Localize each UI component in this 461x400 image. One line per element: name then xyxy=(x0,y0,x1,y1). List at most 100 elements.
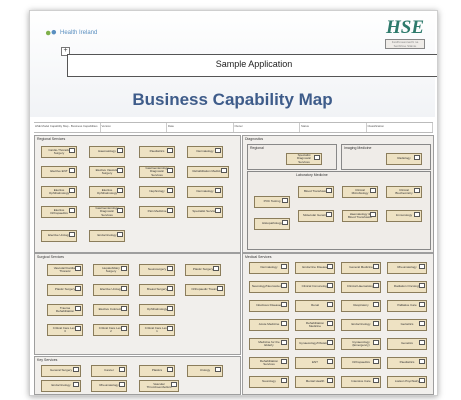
capability-box[interactable]: Liaison Psychiatry xyxy=(387,376,427,388)
capability-box[interactable]: Trauma Rehabilitation xyxy=(47,304,83,316)
capability-box[interactable]: Molecular Genetics xyxy=(298,210,334,222)
section-title: Regional Services xyxy=(37,137,66,141)
capability-box[interactable]: Dermatology xyxy=(249,262,289,274)
section-title: Medical Services xyxy=(245,255,272,259)
capability-box[interactable]: ENT xyxy=(295,357,335,369)
capability-box[interactable]: Ophthalmology xyxy=(139,304,175,316)
section-title: Key Services xyxy=(37,358,58,362)
capability-box[interactable]: Breast Surgery xyxy=(139,284,175,296)
logo-text: Health Ireland xyxy=(60,30,98,36)
hse-subtitle: Feidhmeannacht na Seirbhíse Sláinte xyxy=(385,39,425,49)
capability-box[interactable]: Elective Ophthalmology xyxy=(41,186,77,198)
capability-box[interactable]: Rehabilitation Services xyxy=(249,357,289,369)
capability-box[interactable]: Haematology xyxy=(89,146,125,158)
capability-box[interactable]: Blood Transfusion xyxy=(298,186,334,198)
capability-box[interactable]: General Surgery xyxy=(41,365,81,377)
expand-icon[interactable]: + xyxy=(61,47,70,56)
capability-box[interactable]: Radiology xyxy=(386,153,422,165)
capability-box[interactable]: Plastics xyxy=(139,365,175,377)
capability-box[interactable]: Elective Orthopaedics xyxy=(41,206,77,218)
capability-box[interactable]: Urology xyxy=(187,365,223,377)
capability-box[interactable]: Clinical Microbiology xyxy=(342,186,378,198)
capability-box[interactable]: Dermatology xyxy=(187,186,223,198)
capability-box[interactable]: Clinical Immunology xyxy=(295,281,335,293)
capability-box[interactable]: Critical Care Level 2 xyxy=(93,324,129,336)
capability-box[interactable]: Hepatobiliary Surgery xyxy=(93,264,129,276)
capability-box[interactable]: Gastroenterology Diagnostic Services xyxy=(89,206,125,218)
capability-box[interactable]: Paediatrics xyxy=(139,146,175,158)
capability-box[interactable]: Endocrinology xyxy=(41,380,81,392)
capability-box[interactable]: Histopathology xyxy=(254,218,290,230)
capability-box[interactable]: Renal xyxy=(295,300,335,312)
subsection-title: Laboratory Medicine xyxy=(296,173,328,177)
meta-cell: Version xyxy=(101,123,167,132)
document-page: Health Ireland HSE Feidhmeannacht na Sei… xyxy=(29,10,438,396)
capability-box[interactable]: Gynaecology (Emergency) xyxy=(341,338,381,350)
capability-box[interactable]: Rheumatology xyxy=(387,262,427,274)
capability-box[interactable]: Rehabilitation Medicine xyxy=(295,319,335,331)
capability-box[interactable]: Endocrine Disease xyxy=(295,262,335,274)
capability-box[interactable]: Pain Medicine xyxy=(139,206,175,218)
section-diagnostics: Diagnostics Regional Specialist Diagnost… xyxy=(242,135,434,253)
capability-box[interactable]: Orthopaedics xyxy=(341,357,381,369)
capability-box[interactable]: Dermatology xyxy=(187,146,223,158)
capability-box[interactable]: Plastic Surgery xyxy=(185,264,221,276)
capability-box[interactable]: Immunology xyxy=(386,210,422,222)
meta-cell: Classification xyxy=(367,123,433,132)
capability-box[interactable]: Vascular/Cardiac Thoracic xyxy=(47,264,83,276)
capability-box[interactable]: Elective Colorectal xyxy=(93,304,129,316)
capability-box[interactable]: Paediatrics xyxy=(387,357,427,369)
section-medical-services: Medical Services Dermatology Endocrine D… xyxy=(242,253,434,395)
capability-box[interactable]: Endocrinology xyxy=(341,319,381,331)
capability-box[interactable]: Critical Care Level 3 xyxy=(47,324,83,336)
capability-box[interactable]: Elective Vascular Surgery xyxy=(89,166,125,178)
subsection-regional: Regional Specialist Diagnostic Services xyxy=(247,144,337,170)
capability-box[interactable]: Neurology/Neurosciences xyxy=(249,281,289,293)
capability-box[interactable]: Palliative Care xyxy=(387,300,427,312)
capability-box[interactable]: Medicine for the Elderly xyxy=(249,338,289,350)
capability-box[interactable]: Gynaecology/Obstetrics xyxy=(295,338,335,350)
capability-box[interactable]: General Medicine xyxy=(341,262,381,274)
capability-box[interactable]: Orthopaedic Trauma xyxy=(185,284,225,296)
capability-box[interactable]: Clinical Biochemistry xyxy=(386,186,422,198)
subsection-imaging: Imaging Medicine Radiology xyxy=(341,144,431,170)
capability-box[interactable]: Nephrology xyxy=(139,186,175,198)
capability-box[interactable]: Gastroenterology Diagnostic Services xyxy=(139,166,175,178)
capability-box[interactable]: Specialist Services xyxy=(187,206,223,218)
capability-box[interactable]: Rehabilitation Medicine xyxy=(187,166,229,178)
capability-box[interactable]: Elective ENT xyxy=(41,166,77,178)
hse-logo: HSE Feidhmeannacht na Seirbhíse Sláinte xyxy=(385,17,425,49)
meta-cell: HSE Model Capability Map - Business Capa… xyxy=(34,123,101,132)
capability-box[interactable]: Radiation Oncology xyxy=(387,281,427,293)
capability-box[interactable]: Neurosurgery xyxy=(139,264,175,276)
capability-box[interactable]: Clinical Haematology xyxy=(341,281,381,293)
capability-box[interactable]: Specialist Diagnostic Services xyxy=(286,153,322,165)
capability-box[interactable]: Cardio-Thoracic Surgery xyxy=(41,146,77,158)
capability-box[interactable]: Critical Care Level 1 xyxy=(139,324,175,336)
capability-box[interactable]: Neurology xyxy=(249,376,289,388)
capability-box[interactable]: Intensive Care xyxy=(341,376,381,388)
capability-box[interactable]: Infectious Diseases xyxy=(249,300,289,312)
subsection-title: Imaging Medicine xyxy=(344,146,372,150)
capability-box[interactable]: Vascular Thromboembolism xyxy=(139,380,179,392)
meta-row: HSE Model Capability Map - Business Capa… xyxy=(34,122,433,133)
capability-box[interactable]: Plastic Surgery xyxy=(47,284,83,296)
section-title: Surgical Services xyxy=(37,255,65,259)
capability-box[interactable]: Elective Urology xyxy=(41,230,77,242)
capability-box[interactable]: Genetics xyxy=(387,338,427,350)
application-label: Sample Application xyxy=(215,59,293,69)
capability-box[interactable]: Mental Health xyxy=(295,376,335,388)
section-title: Diagnostics xyxy=(245,137,264,141)
capability-box[interactable]: Elective Ophthalmology xyxy=(89,186,125,198)
health-ireland-logo: Health Ireland xyxy=(44,29,97,37)
capability-box[interactable]: Geriatrics xyxy=(387,319,427,331)
capability-box[interactable]: POC Testing xyxy=(254,196,290,208)
capability-box[interactable]: Haematology & Blood Transfusion xyxy=(342,210,378,222)
capability-box[interactable]: Endocrinology xyxy=(89,230,125,242)
capability-box[interactable]: Cancer xyxy=(91,365,127,377)
capability-box[interactable]: Elective Urology xyxy=(93,284,129,296)
capability-box[interactable]: Respiratory xyxy=(341,300,381,312)
capability-box[interactable]: Rheumatology xyxy=(91,380,127,392)
capability-box[interactable]: Acute Medicine xyxy=(249,319,289,331)
application-box[interactable]: Sample Application xyxy=(67,54,437,77)
